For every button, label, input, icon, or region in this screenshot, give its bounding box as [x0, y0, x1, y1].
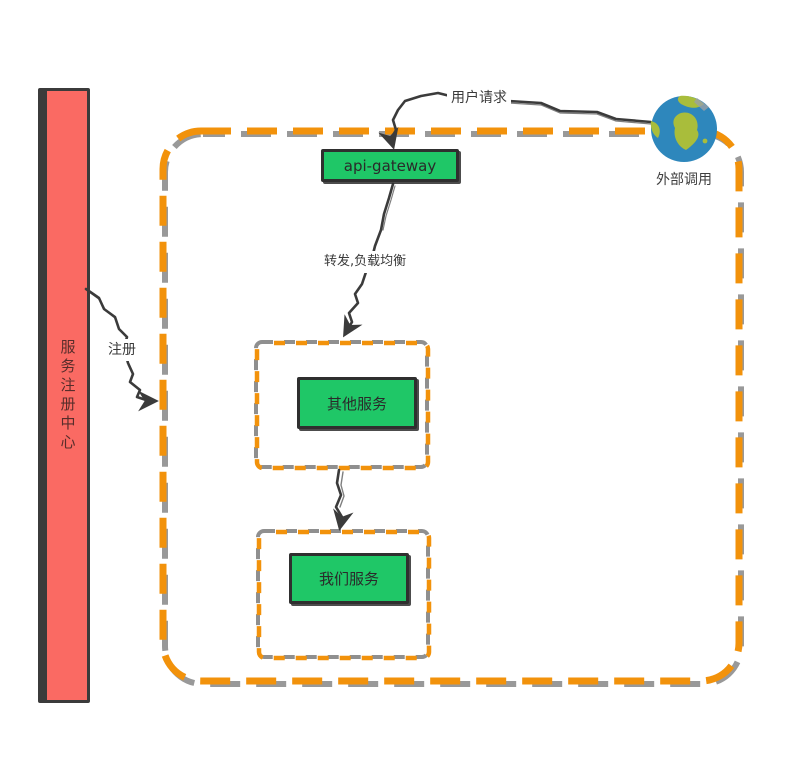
register-label: 注册: [104, 339, 140, 361]
arrow-user-request: [378, 91, 653, 150]
our-service-group-box: [256, 529, 432, 661]
service-registry-node: 服务注册中心: [38, 88, 90, 703]
external-caller-label: 外部调用: [656, 172, 712, 188]
other-service-label: 其他服务: [326, 394, 387, 413]
globe-icon: [650, 95, 717, 162]
other-service-group-box: [254, 340, 431, 471]
outer-boundary: [159, 127, 744, 687]
service-registry-label: 服务注册中心: [58, 338, 77, 453]
our-service-label: 我们服务: [318, 570, 379, 588]
api-gateway-node: api-gateway: [321, 149, 459, 182]
user-request-label: 用户请求: [447, 87, 511, 109]
forward-load-balance-label: 转发,负载均衡: [320, 251, 411, 273]
our-service-node: 我们服务: [289, 553, 409, 604]
other-service-node: 其他服务: [297, 377, 417, 429]
arrow-other-to-our: [333, 468, 354, 531]
api-gateway-label: api-gateway: [343, 156, 437, 175]
